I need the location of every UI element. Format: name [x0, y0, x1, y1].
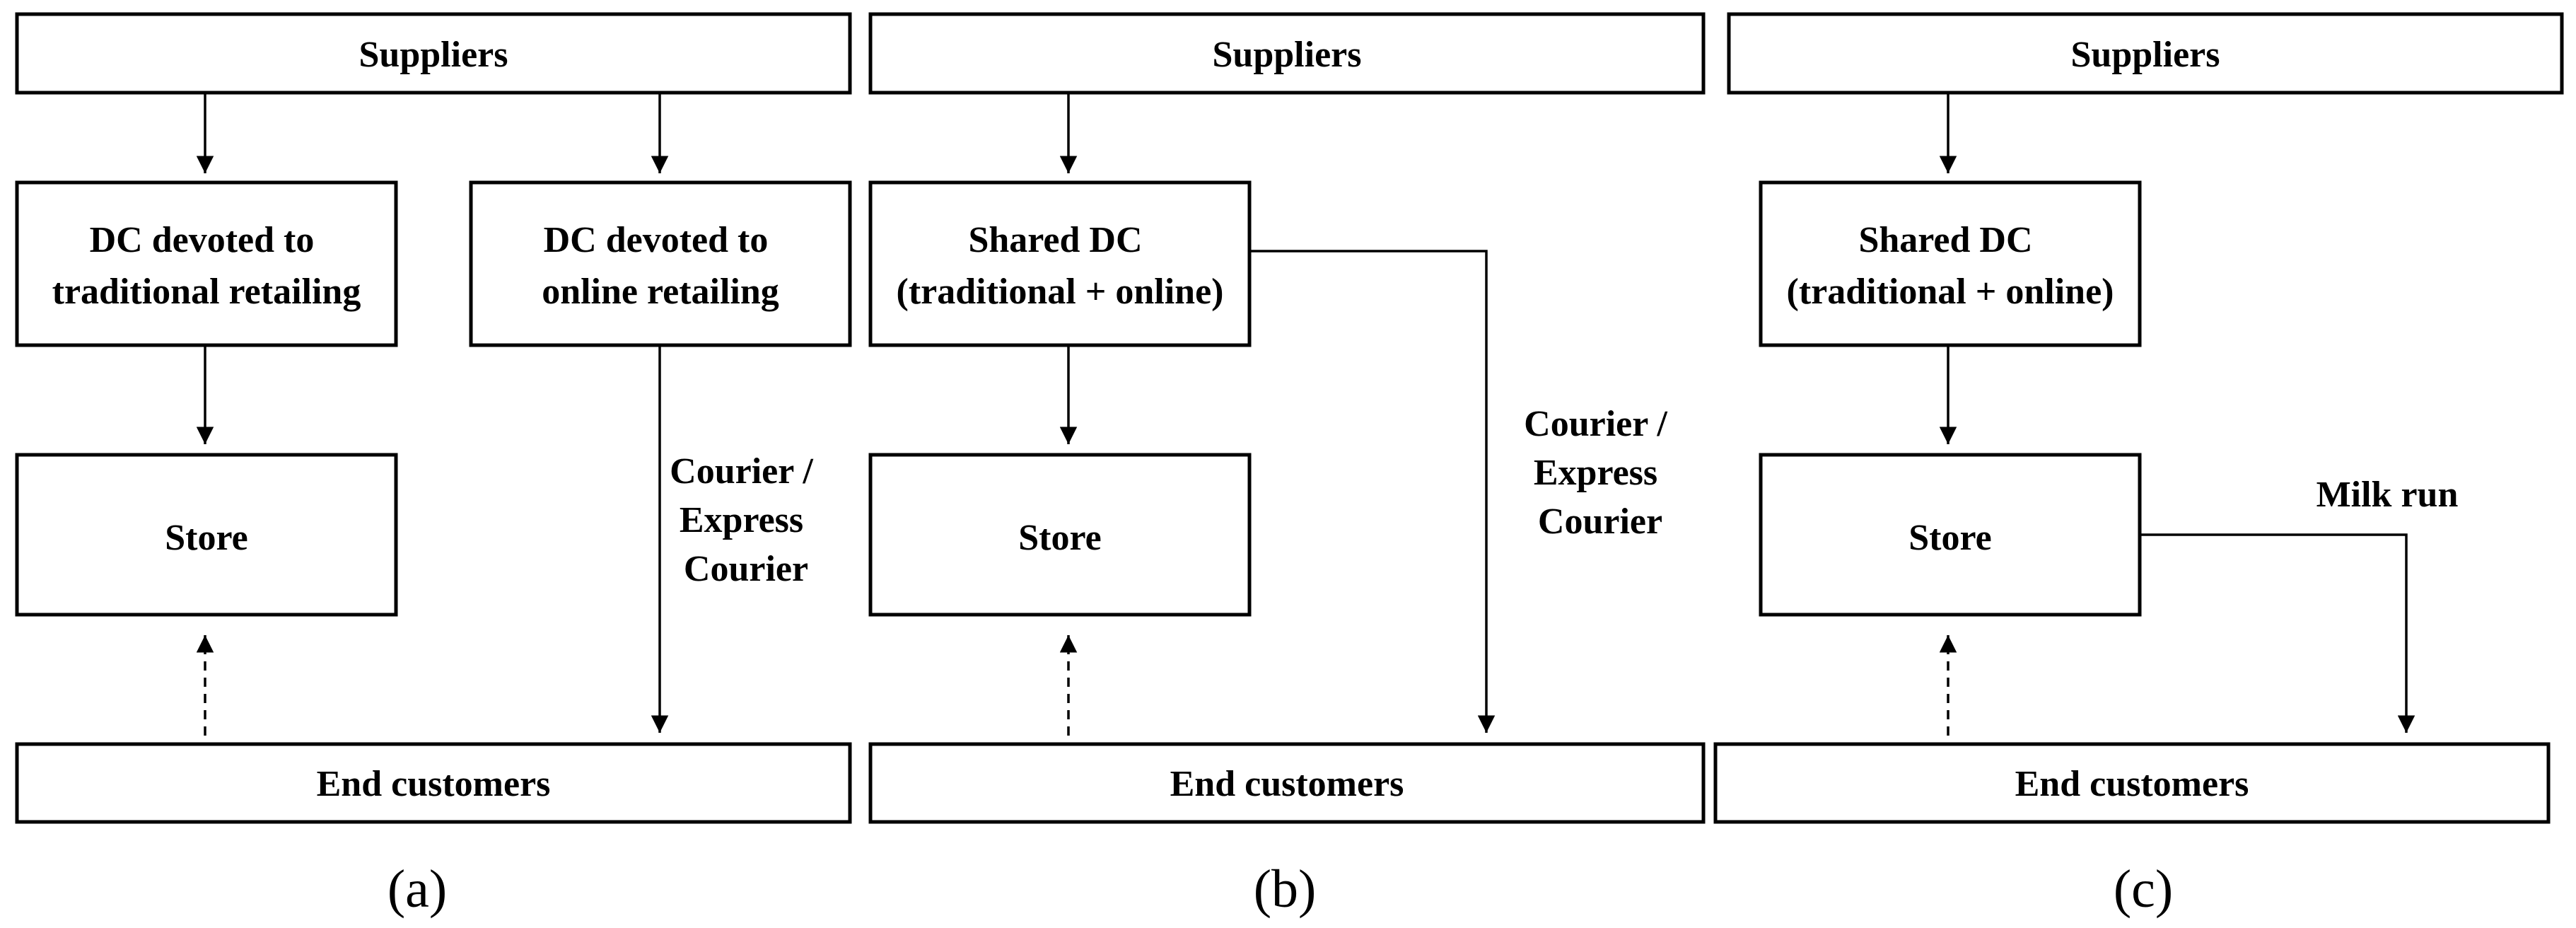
panel-b-courier-line-3: Courier — [1538, 501, 1662, 542]
panel-c-shared-dc-line-2: (traditional + online) — [1787, 272, 2114, 312]
panel-b-courier-line-2: Express — [1534, 453, 1657, 493]
panel-b-suppliers-box — [868, 12, 1706, 95]
panel-a-caption: (a) — [387, 859, 447, 919]
panel-a-dc-traditional-line-2: traditional retailing — [52, 272, 361, 312]
panel-c-end-customers-box — [1713, 742, 2551, 824]
panel-c-arrow-store-to-customers — [2140, 533, 2415, 733]
panel-a-dc-online-line-1: DC devoted to — [544, 220, 769, 260]
panel-c-shared-dc-label: Shared DC (traditional + online) — [1787, 220, 2114, 312]
panel-a-courier-line-3: Courier — [684, 549, 808, 589]
panel-a-courier-line-2: Express — [680, 500, 803, 540]
panel-b-shared-dc-line-2: (traditional + online) — [897, 272, 1224, 312]
panel-b-shared-dc-line-1: Shared DC — [968, 220, 1142, 260]
panel-a-end-customers-label: End customers — [317, 764, 551, 804]
panel-c-suppliers-label: Suppliers — [2071, 35, 2220, 75]
panel-b-courier-label: Courier / Express Courier — [1524, 404, 1677, 542]
panel-b-arrow-shared-dc-to-customers — [1249, 250, 1496, 733]
panel-a-dc-traditional-label: DC devoted to traditional retailing — [52, 220, 361, 312]
panel-b-end-customers-box — [868, 742, 1706, 824]
panel-a-courier-label: Courier / Express Courier — [670, 451, 822, 589]
panel-c-caption: (c) — [2114, 859, 2173, 919]
panel-a-dc-online-line-2: online retailing — [542, 272, 779, 312]
panel-a: Suppliers DC devoted to traditional reta… — [15, 12, 852, 919]
panel-a-store-label: Store — [165, 518, 247, 558]
panel-c-end-customers-label: End customers — [2015, 764, 2249, 804]
panel-a-dc-traditional-box — [15, 180, 398, 347]
panel-a-dc-online-label: DC devoted to online retailing — [542, 220, 779, 312]
panel-c-store-label: Store — [1908, 518, 1991, 558]
panel-c-shared-dc-box — [1759, 180, 2142, 347]
panel-b-suppliers-label: Suppliers — [1213, 35, 1362, 75]
panel-c-shared-dc-line-1: Shared DC — [1858, 220, 2032, 260]
panel-a-dc-traditional-line-1: DC devoted to — [90, 220, 315, 260]
panel-b-courier-line-1: Courier / — [1524, 404, 1667, 444]
panel-a-suppliers-label: Suppliers — [359, 35, 508, 75]
panel-b-store-label: Store — [1018, 518, 1101, 558]
panel-b-end-customers-label: End customers — [1170, 764, 1404, 804]
panel-c-milk-run-label: Milk run — [2316, 475, 2459, 515]
panel-a-courier-line-1: Courier / — [670, 451, 813, 492]
panel-a-end-customers-box — [15, 742, 852, 824]
panel-a-store-box — [15, 453, 398, 617]
panel-a-dc-online-box — [469, 180, 852, 347]
panel-c-store-box — [1759, 453, 2142, 617]
panel-c-suppliers-box — [1727, 12, 2564, 95]
panel-c: Suppliers Shared DC (traditional + onlin… — [1713, 12, 2564, 919]
panel-b: Suppliers Shared DC (traditional + onlin… — [868, 12, 1706, 919]
panel-b-shared-dc-box — [868, 180, 1252, 347]
panel-b-caption: (b) — [1254, 859, 1317, 919]
panel-b-shared-dc-label: Shared DC (traditional + online) — [897, 220, 1224, 312]
panel-b-store-box — [868, 453, 1252, 617]
panel-a-suppliers-box — [15, 12, 852, 95]
